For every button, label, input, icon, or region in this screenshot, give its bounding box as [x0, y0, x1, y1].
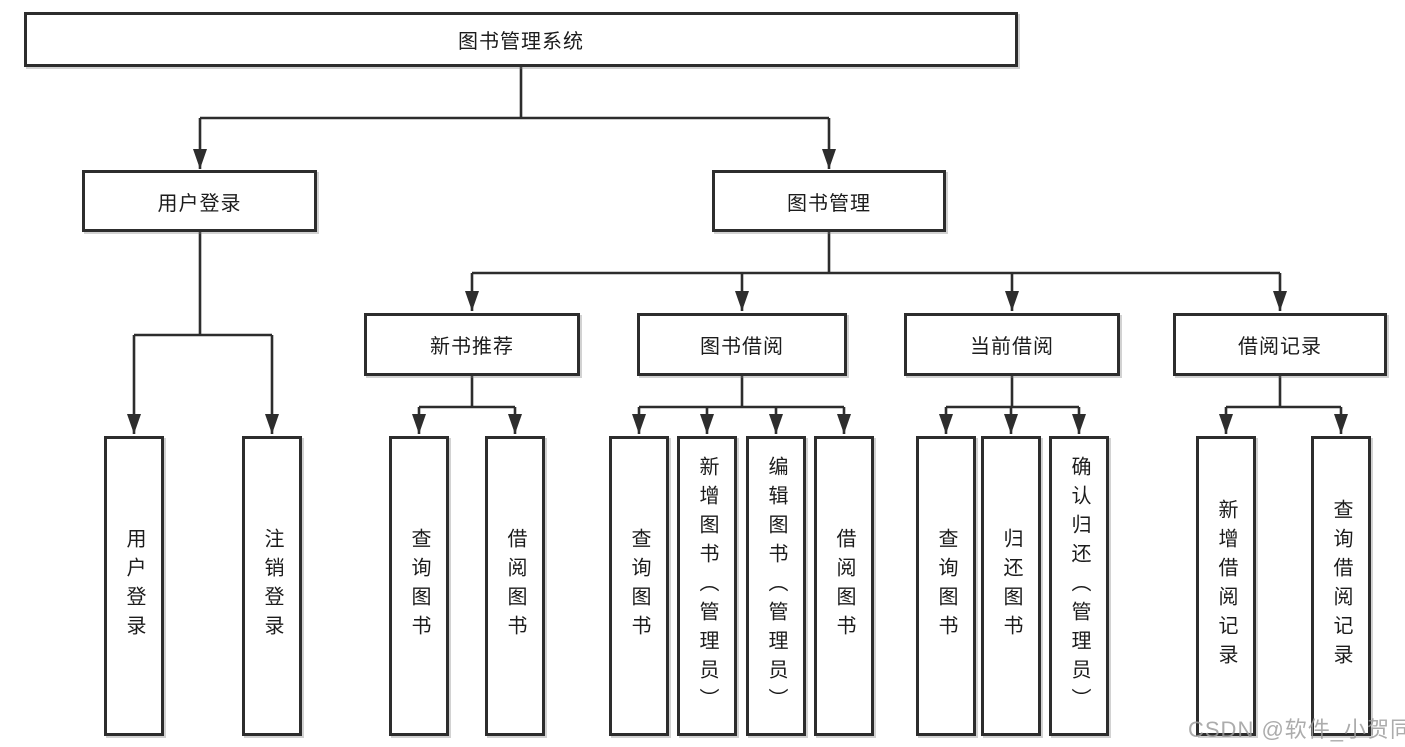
- leaf-br-query-borrow-record: 查询借阅记录: [1311, 436, 1371, 736]
- leaf-nbr-borrow-books: 借阅图书: [485, 436, 545, 736]
- node-book-management-label: 图书管理: [787, 192, 871, 215]
- leaf-bb-borrow-books: 借阅图书: [814, 436, 874, 736]
- csdn-watermark: CSDN @软件_小贺同学: [1188, 717, 1405, 742]
- leaf-br-add-borrow-record-label: 新增借阅记录: [1215, 499, 1237, 673]
- leaf-br-add-borrow-record: 新增借阅记录: [1196, 436, 1256, 736]
- node-current-borrowing: 当前借阅: [904, 313, 1120, 376]
- leaf-cb-confirm-return-admin-label: 确认归还（管理员）: [1068, 455, 1090, 717]
- leaf-bb-query-books-label: 查询图书: [628, 528, 650, 644]
- leaf-br-query-borrow-record-label: 查询借阅记录: [1330, 499, 1352, 673]
- leaf-bb-edit-books-admin: 编辑图书（管理员）: [746, 436, 806, 736]
- leaf-cb-confirm-return-admin: 确认归还（管理员）: [1049, 436, 1109, 736]
- leaf-user-login-label: 用户登录: [123, 528, 145, 644]
- leaf-bb-query-books: 查询图书: [609, 436, 669, 736]
- node-book-borrowing: 图书借阅: [637, 313, 847, 376]
- node-new-book-recommendation-label: 新书推荐: [430, 336, 514, 358]
- leaf-bb-edit-books-admin-label: 编辑图书（管理员）: [765, 455, 787, 717]
- leaf-cb-query-books: 查询图书: [916, 436, 976, 736]
- leaf-cb-return-books: 归还图书: [981, 436, 1041, 736]
- node-book-borrowing-label: 图书借阅: [700, 336, 784, 358]
- leaf-bb-borrow-books-label: 借阅图书: [833, 528, 855, 644]
- node-new-book-recommendation: 新书推荐: [364, 313, 580, 376]
- node-library-system-label: 图书管理系统: [458, 31, 584, 53]
- leaf-nbr-query-books-label: 查询图书: [408, 528, 430, 644]
- node-current-borrowing-label: 当前借阅: [970, 336, 1054, 358]
- leaf-logout-login: 注销登录: [242, 436, 302, 736]
- leaf-logout-login-label: 注销登录: [261, 528, 283, 644]
- node-borrowing-records-label: 借阅记录: [1238, 336, 1322, 358]
- leaf-nbr-query-books: 查询图书: [389, 436, 449, 736]
- leaf-cb-query-books-label: 查询图书: [935, 528, 957, 644]
- node-borrowing-records: 借阅记录: [1173, 313, 1387, 376]
- node-user-login: 用户登录: [82, 170, 317, 232]
- leaf-bb-add-books-admin: 新增图书（管理员）: [677, 436, 737, 736]
- node-user-login-label: 用户登录: [157, 192, 242, 215]
- leaf-user-login: 用户登录: [104, 436, 164, 736]
- leaf-nbr-borrow-books-label: 借阅图书: [504, 528, 526, 644]
- node-library-system: 图书管理系统: [24, 12, 1018, 67]
- leaf-cb-return-books-label: 归还图书: [1000, 528, 1022, 644]
- leaf-bb-add-books-admin-label: 新增图书（管理员）: [696, 455, 718, 717]
- node-book-management: 图书管理: [712, 170, 946, 232]
